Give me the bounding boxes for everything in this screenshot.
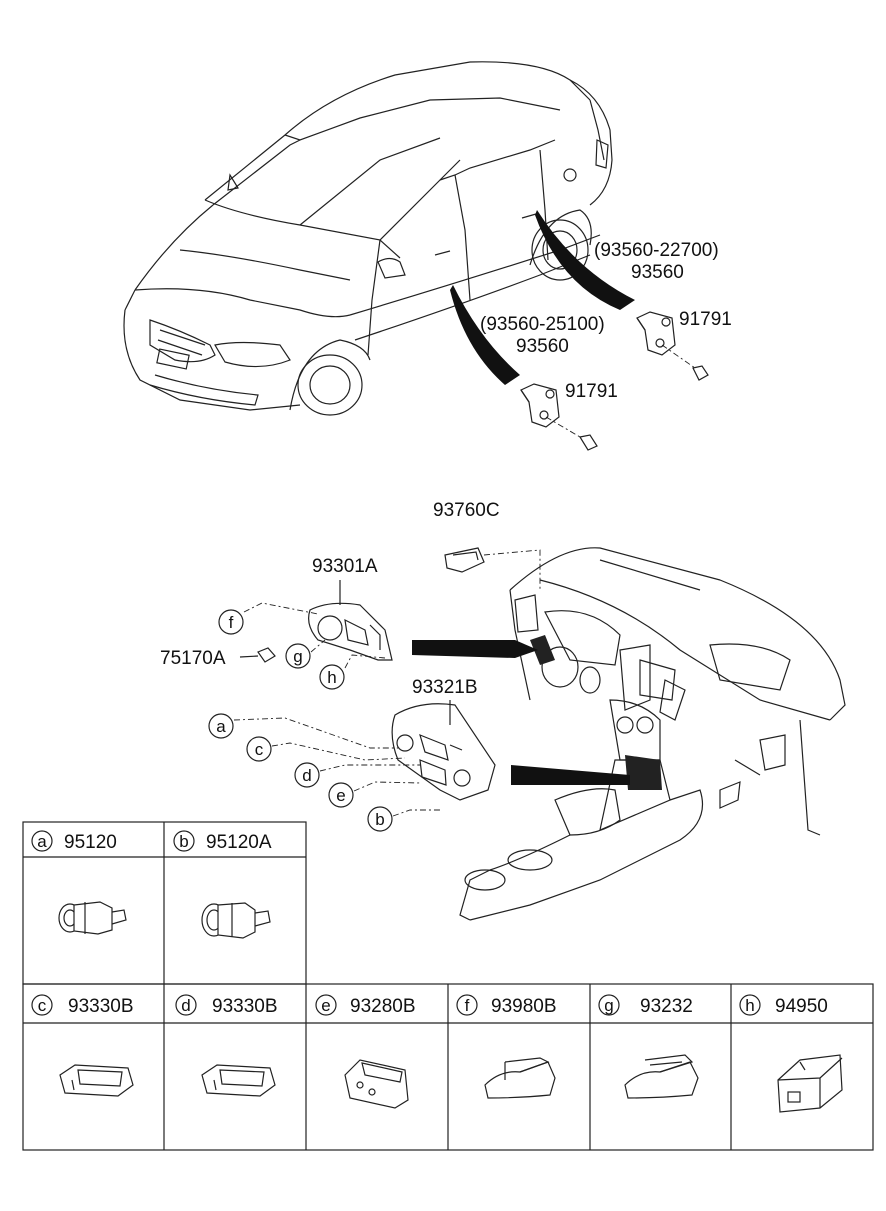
door-switch-leaders bbox=[450, 210, 635, 385]
legend-letter-h: h bbox=[745, 996, 754, 1015]
callout-bubbles: f g h a c d e b bbox=[208, 609, 393, 832]
legend-part-g: 93232 bbox=[640, 996, 693, 1017]
legend-letter-b: b bbox=[179, 832, 188, 851]
legend-letter-g: g bbox=[604, 996, 613, 1015]
legend-cell-c: c 93330B bbox=[31, 994, 134, 1017]
legend-cell-g: g 93232 bbox=[598, 994, 693, 1017]
label-front-door-screw: 91791 bbox=[565, 381, 618, 402]
bubble-f: f bbox=[229, 613, 234, 632]
legend-cell-d: d 93330B bbox=[175, 994, 278, 1017]
legend-part-e: 93280B bbox=[350, 996, 416, 1017]
bubble-c: c bbox=[255, 740, 264, 759]
legend-part-f: 93980B bbox=[491, 996, 557, 1017]
bubble-h: h bbox=[327, 668, 336, 687]
legend-cell-b: b 95120A bbox=[173, 830, 272, 853]
switch-93760c bbox=[444, 547, 541, 590]
label-rear-door-screw: 91791 bbox=[679, 309, 732, 330]
legend-letter-d: d bbox=[181, 996, 190, 1015]
dash-leaders bbox=[412, 640, 630, 785]
legend-grid bbox=[22, 821, 874, 1151]
bubble-a: a bbox=[216, 717, 226, 736]
bubble-d: d bbox=[302, 766, 311, 785]
label-front-door-alt: (93560-25100) bbox=[480, 314, 605, 335]
legend-letter-c: c bbox=[38, 996, 47, 1015]
clip-75170a bbox=[239, 647, 276, 663]
panel-93321b bbox=[391, 700, 496, 801]
dashboard-illustration bbox=[459, 547, 846, 921]
legend-part-d: 93330B bbox=[212, 996, 278, 1017]
part-drawing-93330b-d bbox=[201, 1064, 276, 1097]
part-drawing-94950 bbox=[777, 1054, 843, 1113]
legend-cell-h: h 94950 bbox=[739, 994, 828, 1017]
legend-cell-f: f 93980B bbox=[456, 994, 557, 1017]
legend-letter-f: f bbox=[465, 996, 470, 1015]
door-switch-front bbox=[520, 383, 598, 451]
bubble-g: g bbox=[293, 647, 302, 666]
part-drawing-93280b bbox=[344, 1059, 409, 1109]
label-rear-door-alt: (93560-22700) bbox=[594, 240, 719, 261]
panel-93301a bbox=[308, 580, 393, 661]
car-illustration bbox=[123, 61, 613, 416]
part-drawing-93232 bbox=[624, 1054, 699, 1099]
label-93321b: 93321B bbox=[412, 677, 478, 698]
legend-part-c: 93330B bbox=[68, 996, 134, 1017]
part-drawing-95120 bbox=[58, 901, 127, 935]
part-drawing-93980b bbox=[484, 1057, 556, 1099]
legend-part-a: 95120 bbox=[64, 832, 117, 853]
label-93760c: 93760C bbox=[433, 500, 500, 521]
bubble-b: b bbox=[375, 810, 384, 829]
legend-cell-a: a 95120 bbox=[31, 830, 117, 853]
part-drawing-93330b-c bbox=[59, 1064, 134, 1097]
bubble-leaders bbox=[233, 602, 440, 817]
label-93301a: 93301A bbox=[312, 556, 378, 577]
door-switch-rear bbox=[636, 311, 709, 381]
part-drawing-95120a bbox=[201, 902, 271, 939]
legend-cell-e: e 93280B bbox=[315, 994, 416, 1017]
label-75170a: 75170A bbox=[160, 648, 226, 669]
legend-letter-e: e bbox=[321, 996, 330, 1015]
label-front-door-part: 93560 bbox=[516, 336, 569, 357]
legend-part-h: 94950 bbox=[775, 996, 828, 1017]
legend-part-b: 95120A bbox=[206, 832, 272, 853]
bubble-e: e bbox=[336, 786, 345, 805]
label-rear-door-part: 93560 bbox=[631, 262, 684, 283]
legend-letter-a: a bbox=[37, 832, 47, 851]
